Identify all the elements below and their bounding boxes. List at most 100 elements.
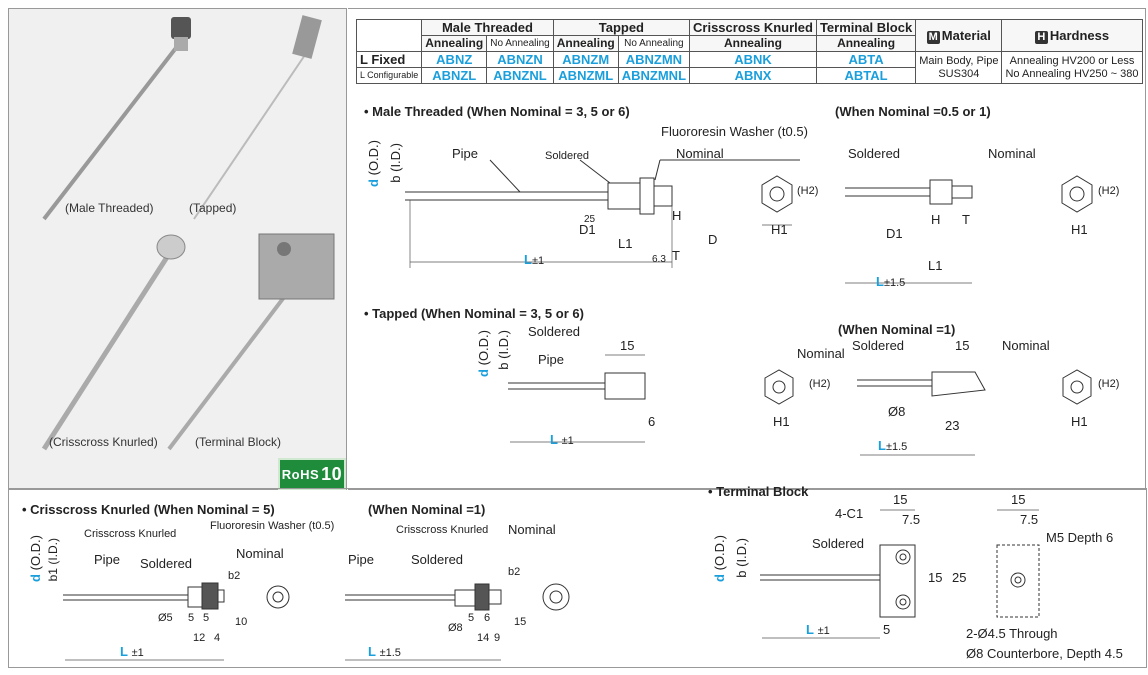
label-25-terminal: 25 <box>952 570 967 585</box>
label-soldered-terminal: Soldered <box>812 536 865 551</box>
label-H2-tapped-small: (H2) <box>1098 378 1120 390</box>
label-D1-small: D1 <box>886 226 903 241</box>
label-23-tapped: 23 <box>945 418 960 433</box>
label-d15-small: 15 <box>514 616 527 628</box>
section-male-small: (When Nominal =0.5 or 1) <box>835 104 991 119</box>
label-H2-small: (H2) <box>1098 185 1120 197</box>
label-15-tapped: 15 <box>620 338 635 353</box>
label-75-terminal-side: 7.5 <box>1020 512 1039 527</box>
label-L-tapped: L ±1 <box>550 432 574 447</box>
label-D: D <box>708 232 718 247</box>
code-cell: ABNX <box>689 67 817 84</box>
label-d: d (O.D.) <box>366 140 381 187</box>
label-H1: H1 <box>771 222 788 237</box>
section-tapped-small: (When Nominal =1) <box>838 322 956 337</box>
label-b-terminal: b (I.D.) <box>734 538 749 578</box>
sub-annealing: Annealing <box>421 35 488 52</box>
code-cell: ABNZMNL <box>617 67 691 84</box>
label-r25: 25 <box>584 214 596 225</box>
label-d-tapped: d (O.D.) <box>476 330 491 377</box>
spec-table: Male Threaded Tapped Crisscross Knurled … <box>355 19 1143 84</box>
label-d9-small: 9 <box>494 632 501 644</box>
label-c1: 4-C1 <box>835 506 864 521</box>
label-5-knurled: Ø5 <box>158 612 173 624</box>
label-soldered-tapped: Soldered <box>528 324 581 339</box>
label-nominal-knurled-small: Nominal <box>508 522 556 537</box>
label-b: b (I.D.) <box>388 143 403 183</box>
label-d6-small: 6 <box>484 612 491 624</box>
label-75-terminal: 7.5 <box>902 512 921 527</box>
label-d5a: 5 <box>188 612 195 624</box>
label-knurled: Crisscross Knurled <box>84 528 177 540</box>
product-photo-panel: (Male Threaded) (Tapped) (Crisscross Knu… <box>8 8 347 490</box>
label-8-tapped: Ø8 <box>888 404 906 419</box>
label-soldered: Soldered <box>545 150 590 162</box>
label-soldered-knurled-small: Soldered <box>411 552 464 567</box>
label-r63: 6.3 <box>652 254 666 265</box>
label-d12: 12 <box>193 632 206 644</box>
label-nominal: Nominal <box>676 146 724 161</box>
label-pipe-tapped: Pipe <box>538 352 565 367</box>
label-d-knurled: d (O.D.) <box>28 535 43 582</box>
col-knurled: Crisscross Knurled <box>689 19 817 36</box>
label-L1: L1 <box>618 236 633 251</box>
label-L-male: L±1 <box>524 252 545 267</box>
section-knurled-small: (When Nominal =1) <box>368 502 486 517</box>
label-nominal-knurled: Nominal <box>236 546 284 561</box>
label-H2: (H2) <box>797 185 819 197</box>
label-D1: D1 <box>579 222 596 237</box>
label-washer-knurled: Fluororesin Washer (t0.5) <box>210 520 335 532</box>
label-nominal-tapped: Nominal <box>797 346 845 361</box>
label-15-terminal-side: 15 <box>1011 492 1026 507</box>
label-through: 2-Ø4.5 Through <box>966 626 1058 641</box>
label-b2-knurled: b2 <box>228 570 241 582</box>
section-terminal: • Terminal Block <box>708 484 809 499</box>
label-b1-knurled: b1 (I.D.) <box>46 538 60 582</box>
bottom-frame <box>8 488 1147 668</box>
label-5-terminal: 5 <box>883 622 891 637</box>
section-male-threaded: • Male Threaded (When Nominal = 3, 5 or … <box>364 104 630 119</box>
label-T: T <box>672 248 680 263</box>
photo-label-tapped: (Tapped) <box>189 201 237 215</box>
sub-annealing: Annealing <box>815 35 917 52</box>
label-H2-tapped: (H2) <box>809 378 831 390</box>
section-tapped: • Tapped (When Nominal = 3, 5 or 6) <box>364 306 584 321</box>
section-knurled: • Crisscross Knurled (When Nominal = 5) <box>22 502 275 517</box>
label-m5: M5 Depth 6 <box>1046 530 1114 545</box>
label-pipe-knurled: Pipe <box>94 552 121 567</box>
label-cbore: Ø8 Counterbore, Depth 4.5 <box>966 646 1123 661</box>
photo-label-male: (Male Threaded) <box>65 201 154 215</box>
label-b2-knurled-small: b2 <box>508 566 521 578</box>
label-H: H <box>672 208 682 223</box>
label-T-small: T <box>962 212 970 227</box>
label-H1-tapped-small: H1 <box>1071 414 1088 429</box>
label-pipe-knurled-small: Pipe <box>348 552 375 567</box>
label-nominal-small: Nominal <box>988 146 1036 161</box>
code-cell: ABTAL <box>815 67 917 84</box>
code-cell: ABNZML <box>552 67 619 84</box>
code-cell: ABNZ <box>421 51 488 68</box>
label-d-terminal: d (O.D.) <box>712 535 727 582</box>
label-15v-terminal: 15 <box>928 570 943 585</box>
label-knurled-small: Crisscross Knurled <box>396 524 489 536</box>
label-nominal-tapped-small: Nominal <box>1002 338 1050 353</box>
label-d5b: 5 <box>203 612 210 624</box>
label-washer: Fluororesin Washer (t0.5) <box>661 124 808 139</box>
label-d10: 10 <box>235 616 248 628</box>
label-15-terminal: 15 <box>893 492 908 507</box>
label-H1-small: H1 <box>1071 222 1088 237</box>
label-L-terminal: L ±1 <box>806 622 830 637</box>
label-b-tapped: b (I.D.) <box>496 330 511 370</box>
photo-label-knurled: (Crisscross Knurled) <box>49 435 158 449</box>
label-L-tapped-small: L±1.5 <box>878 438 908 453</box>
product-photo <box>41 15 335 451</box>
row-label-configurable: L Configurable <box>355 67 423 84</box>
label-8-knurled: Ø8 <box>448 622 463 634</box>
label-L-knurled: L ±1 <box>120 644 144 659</box>
code-cell: ABNZL <box>421 67 488 84</box>
code-cell: ABNZNL <box>486 67 554 84</box>
